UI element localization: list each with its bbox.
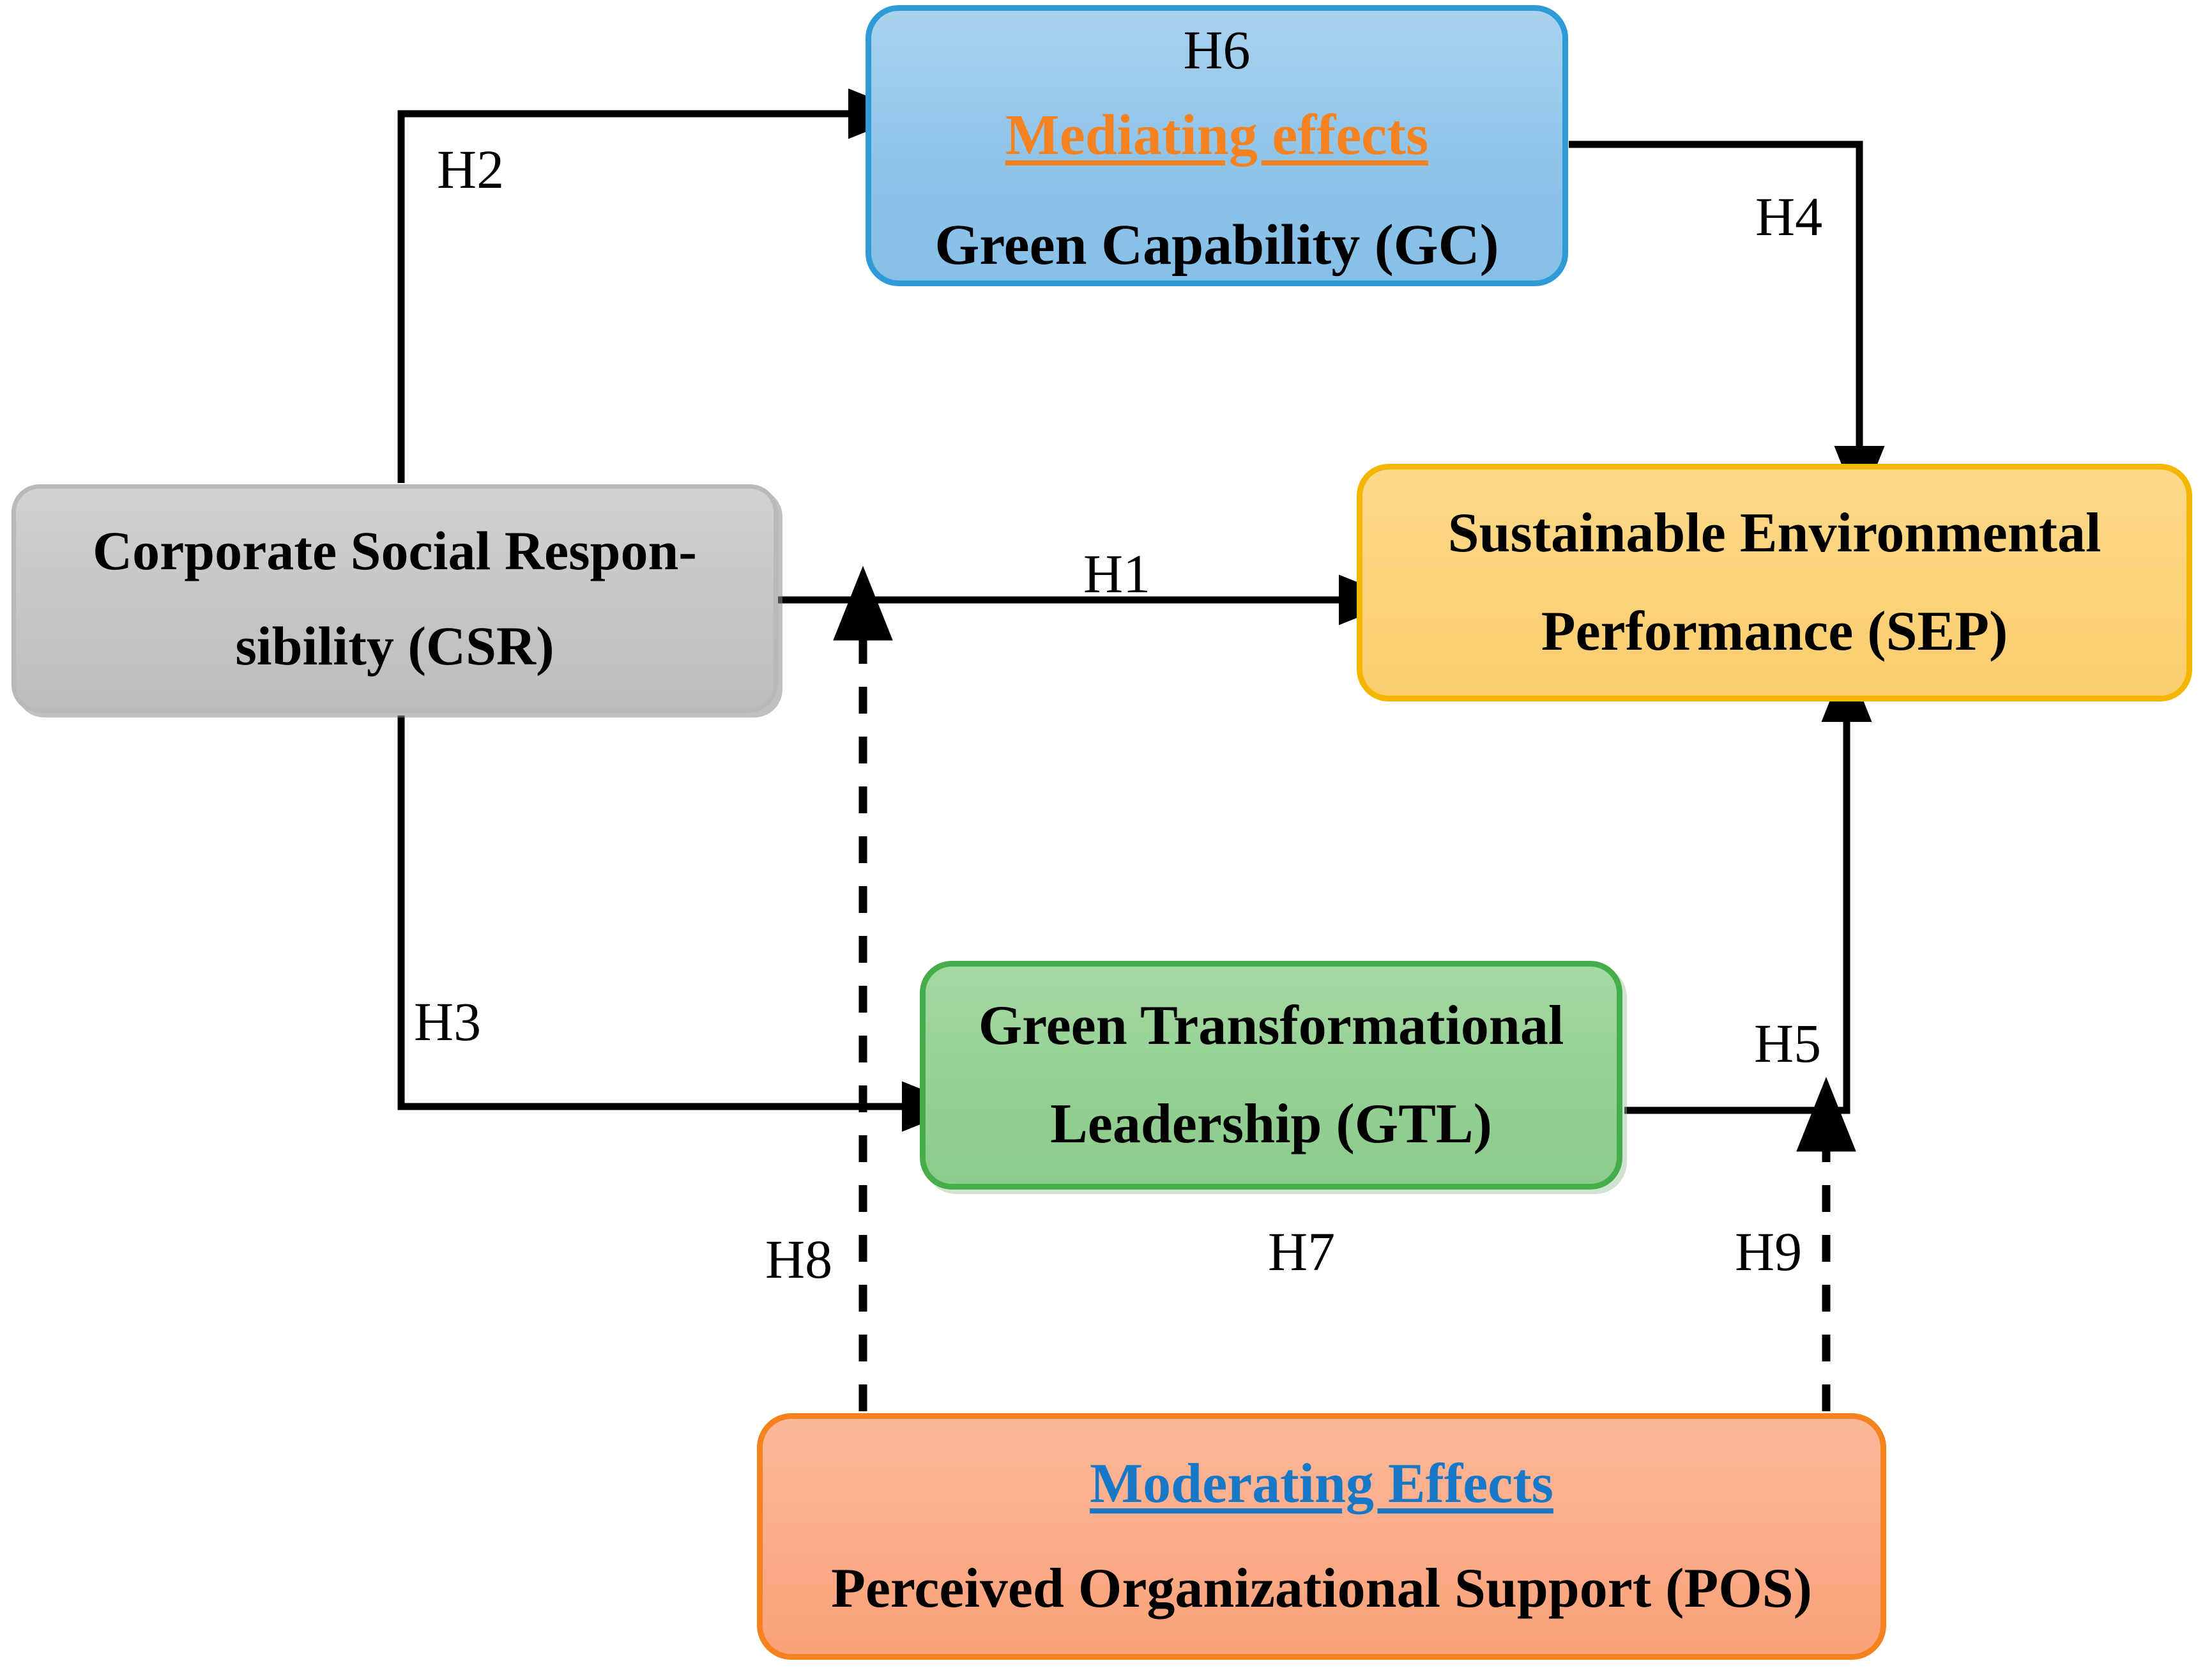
edge-label-h7: H7 <box>1268 1221 1336 1282</box>
node-sep-label-line1: Sustainable Environmental <box>1447 502 2101 565</box>
node-csr-label-line1: Corporate Social Respon- <box>93 519 697 581</box>
node-green-transformational-leadership[interactable]: Green Transformational Leadership (GTL) <box>920 961 1622 1190</box>
node-sep-label-line2: Performance (SEP) <box>1541 601 2008 663</box>
edge-label-h1: H1 <box>1083 543 1151 604</box>
node-gtl-label-line2: Leadership (GTL) <box>1050 1093 1492 1155</box>
edge-label-h3: H3 <box>414 991 482 1052</box>
node-gc-hypothesis-label: H6 <box>1183 19 1251 80</box>
edge-label-h5: H5 <box>1754 1013 1822 1074</box>
edge-label-h4: H4 <box>1755 186 1823 247</box>
node-pos-label: Perceived Organizational Support (POS) <box>831 1558 1812 1620</box>
node-sustainable-environmental-performance[interactable]: Sustainable Environmental Performance (S… <box>1357 464 2192 701</box>
edge-h3 <box>397 716 965 1132</box>
edge-label-h8: H8 <box>765 1229 833 1290</box>
node-gc-subtitle: Mediating effects <box>1005 103 1429 167</box>
edge-h2 <box>397 88 911 483</box>
edge-label-h9: H9 <box>1735 1221 1803 1282</box>
node-corporate-social-responsibility[interactable]: Corporate Social Respon- sibility (CSR) <box>11 484 778 713</box>
edge-label-h2: H2 <box>437 139 505 200</box>
node-green-capability[interactable]: H6 Mediating effects Green Capability (G… <box>866 5 1568 286</box>
edge-h4 <box>1569 141 1885 509</box>
node-gc-label: Green Capability (GC) <box>934 213 1499 277</box>
node-csr-label-line2: sibility (CSR) <box>235 615 554 677</box>
node-pos-subtitle: Moderating Effects <box>1090 1453 1553 1515</box>
node-gtl-label-line1: Green Transformational <box>978 995 1564 1057</box>
node-perceived-organizational-support[interactable]: Moderating Effects Perceived Organizatio… <box>757 1413 1886 1660</box>
